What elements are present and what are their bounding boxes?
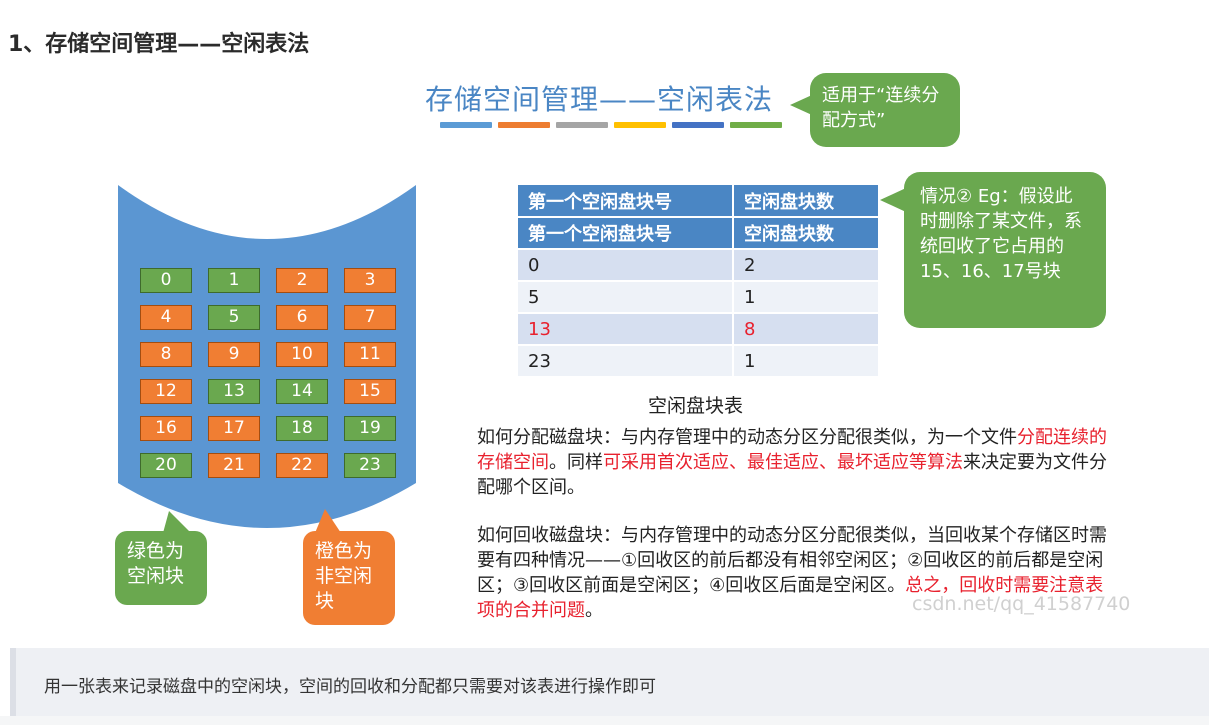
recycle-paragraph: 如何回收磁盘块：与内存管理中的动态分区分配很类似，当回收某个存储区时需要有四种情…	[477, 523, 1117, 623]
highlight-text: 可采用首次适应、最佳适应、最坏适应等算法	[603, 452, 963, 473]
watermark: csdn.net/qq_41587740	[912, 593, 1131, 615]
used-block: 7	[344, 305, 396, 330]
highlight-text: 分配连续的存储空间	[477, 427, 1107, 473]
used-block: 15	[344, 379, 396, 404]
disk-cylinder	[118, 185, 416, 528]
free-block: 23	[344, 453, 396, 478]
used-block: 10	[276, 342, 328, 367]
table-header-cell: 空闲盘块数	[733, 185, 880, 218]
title-stripe	[672, 122, 724, 128]
title-stripe	[556, 122, 608, 128]
callout-continuous-allocation: 适用于“连续分配方式”	[790, 73, 960, 147]
blockquote-text: 用一张表来记录磁盘中的空闲块，空间的回收和分配都只需要对该表进行操作即可	[44, 677, 656, 697]
free-block: 18	[276, 416, 328, 441]
table-cell: 5	[518, 281, 735, 314]
blockquote: 用一张表来记录磁盘中的空闲块，空间的回收和分配都只需要对该表进行操作即可	[10, 648, 1209, 716]
free-block: 5	[208, 305, 260, 330]
callout-case-example: 情况② Eg：假设此时删除了某文件，系统回收了它占用的 15、16、17号块	[880, 172, 1106, 328]
table-row: 13 8	[518, 313, 880, 346]
table-header-cell: 空闲盘块数	[733, 217, 880, 250]
used-block: 6	[276, 305, 328, 330]
table-row: 23 1	[518, 345, 880, 378]
allocation-paragraph: 如何分配磁盘块：与内存管理中的动态分区分配很类似，为一个文件分配连续的存储空间。…	[477, 425, 1117, 500]
table-header-cell: 第一个空闲盘块号	[518, 217, 735, 250]
table-cell: 1	[733, 345, 880, 378]
section-heading: 1、存储空间管理——空闲表法	[8, 32, 310, 57]
table-caption: 空闲盘块表	[648, 395, 744, 417]
table-cell: 1	[733, 281, 880, 314]
free-block-table: 第一个空闲盘块号 空闲盘块数 第一个空闲盘块号 空闲盘块数 0 2 5 1 13…	[518, 185, 880, 378]
slide-title: 存储空间管理——空闲表法	[425, 83, 774, 116]
table-cell: 13	[518, 313, 735, 346]
free-block: 13	[208, 379, 260, 404]
free-block: 19	[344, 416, 396, 441]
page-bottom-strip	[0, 716, 1209, 725]
title-color-stripes	[440, 122, 782, 128]
free-block: 1	[208, 268, 260, 293]
used-block: 8	[140, 342, 192, 367]
free-block: 20	[140, 453, 192, 478]
used-block: 21	[208, 453, 260, 478]
title-stripe	[730, 122, 782, 128]
body-text: 如何分配磁盘块：与内存管理中的动态分区分配很类似，为一个文件	[477, 427, 1017, 448]
used-block: 2	[276, 268, 328, 293]
table-cell: 0	[518, 249, 735, 282]
used-block: 4	[140, 305, 192, 330]
title-stripe	[614, 122, 666, 128]
table-cell: 8	[733, 313, 880, 346]
legend-used-callout: 橙色为非空闲块	[303, 509, 395, 625]
highlight-text: 总之，回收时需要注意表项的合并问题	[477, 575, 1104, 621]
used-block: 12	[140, 379, 192, 404]
table-header-cell: 第一个空闲盘块号	[518, 185, 735, 218]
body-text: 如何回收磁盘块：与内存管理中的动态分区分配很类似，当回收某个存储区时需要有四种情…	[477, 525, 1107, 596]
used-block: 3	[344, 268, 396, 293]
used-block: 11	[344, 342, 396, 367]
body-text: 来决定要为文件分配哪个区间。	[477, 452, 1107, 498]
body-text: 。同样	[549, 452, 603, 473]
table-row: 5 1	[518, 281, 880, 314]
title-stripe	[498, 122, 550, 128]
title-stripe	[440, 122, 492, 128]
used-block: 22	[276, 453, 328, 478]
used-block: 16	[140, 416, 192, 441]
free-block: 14	[276, 379, 328, 404]
table-cell: 23	[518, 345, 735, 378]
used-block: 9	[208, 342, 260, 367]
free-block: 0	[140, 268, 192, 293]
table-header-row: 第一个空闲盘块号 空闲盘块数	[518, 185, 880, 218]
table-header-row: 第一个空闲盘块号 空闲盘块数	[518, 217, 880, 250]
used-block: 17	[208, 416, 260, 441]
legend-free-callout: 绿色为空闲块	[115, 511, 207, 605]
table-cell: 2	[733, 249, 880, 282]
table-row: 0 2	[518, 249, 880, 282]
body-text: 。	[585, 600, 603, 621]
